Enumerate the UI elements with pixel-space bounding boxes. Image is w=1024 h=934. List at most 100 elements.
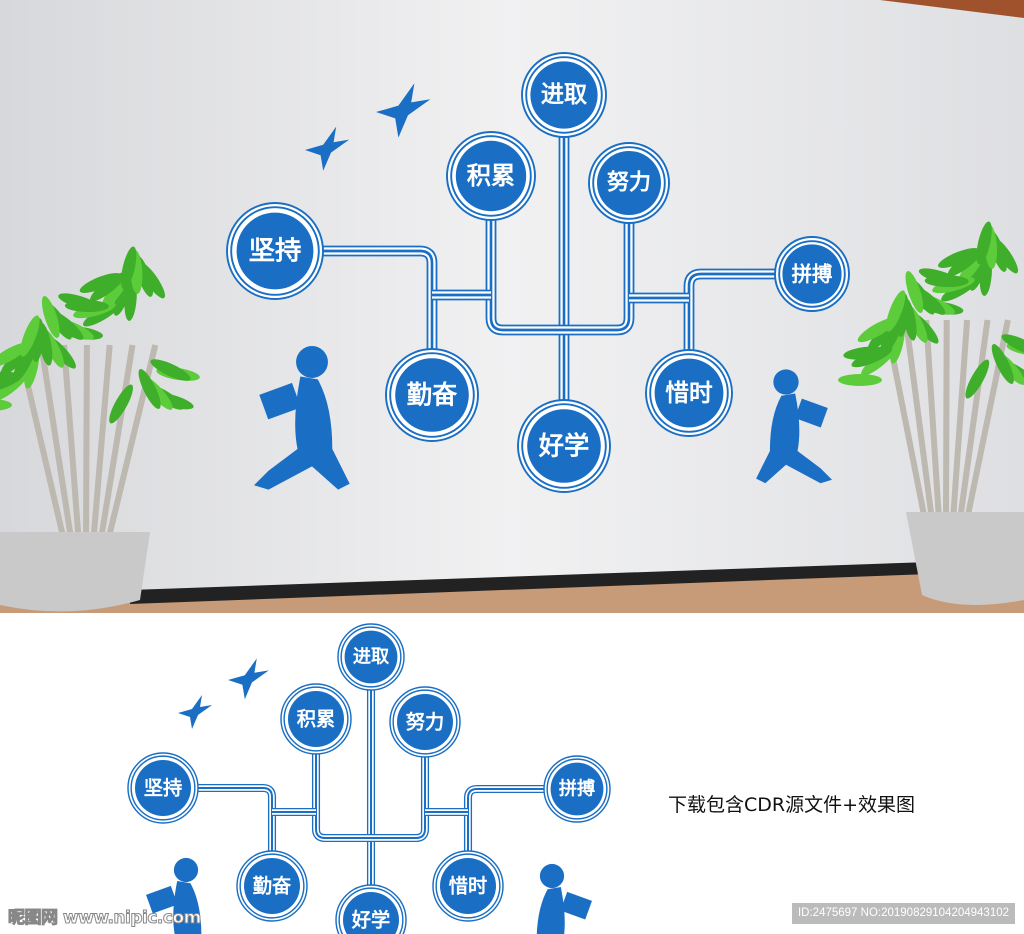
plant-stem xyxy=(97,344,136,546)
plant-leaf xyxy=(20,315,40,357)
kid-head xyxy=(539,863,565,889)
node-disc xyxy=(530,61,598,129)
plant-leaf xyxy=(843,346,887,360)
node-haoxue: 好学 xyxy=(335,884,407,934)
node-ring xyxy=(450,135,532,217)
bird-icon xyxy=(228,658,269,700)
node-disc xyxy=(550,762,604,816)
node-ring xyxy=(338,887,404,934)
node-ring xyxy=(283,686,349,752)
connector-core xyxy=(315,754,371,839)
wall-rendering: 进取积累努力坚持拼搏勤奋好学惜时 xyxy=(0,0,1024,613)
node-label-haoxue: 好学 xyxy=(538,432,590,461)
flat-diagram: 进取积累努力坚持拼搏勤奋好学惜时 xyxy=(127,623,611,934)
boy-reading-silhouette xyxy=(146,857,202,934)
node-ring xyxy=(525,56,603,134)
kid-head xyxy=(296,346,328,378)
connector-line xyxy=(311,754,371,843)
node-label-jinqu: 进取 xyxy=(353,647,390,668)
baseboard xyxy=(130,562,930,604)
kid-body xyxy=(173,881,202,934)
plant-leaf xyxy=(0,371,18,385)
node-disc xyxy=(343,892,399,934)
connector-core xyxy=(467,788,544,851)
node-ring xyxy=(392,689,458,755)
book-icon xyxy=(259,382,301,420)
plant-stem xyxy=(83,344,90,546)
node-haoxue: 好学 xyxy=(517,399,611,493)
node-label-jilei: 积累 xyxy=(297,708,336,731)
node-ring xyxy=(592,146,666,220)
plant-stem xyxy=(950,319,971,521)
node-disc xyxy=(288,691,344,747)
node-ring xyxy=(239,853,305,919)
book-icon xyxy=(146,885,178,914)
node-disc xyxy=(782,244,842,304)
plant-leaf xyxy=(1001,334,1024,356)
node-jinqu: 进取 xyxy=(521,52,607,138)
connector-core xyxy=(371,757,426,839)
node-qinfen: 勤奋 xyxy=(236,850,308,922)
kid-head xyxy=(773,369,799,395)
plant-leaf xyxy=(991,344,1014,384)
node-ring xyxy=(778,240,846,308)
kid-body xyxy=(756,393,832,484)
node-disc xyxy=(244,858,300,914)
node-ring xyxy=(649,353,729,433)
boy-reading-silhouette xyxy=(254,346,350,490)
plant-leaf xyxy=(905,270,924,314)
node-label-xishi: 惜时 xyxy=(665,379,713,407)
connector-core xyxy=(489,220,564,332)
plant-pot xyxy=(906,512,1024,605)
kid-head xyxy=(173,857,199,883)
connector-gap xyxy=(313,754,371,841)
plant-stem xyxy=(943,319,950,521)
plant-pot xyxy=(0,532,150,612)
watermark: 昵图网 www.nipic.com xyxy=(8,908,202,929)
plant-leaf xyxy=(965,359,990,399)
plant-stem xyxy=(38,344,75,546)
node-label-pinbo: 拼搏 xyxy=(792,262,833,286)
node-ring xyxy=(230,206,320,296)
connector-line xyxy=(371,757,430,843)
plant-leaf xyxy=(878,318,903,358)
plant-leaf xyxy=(138,369,161,409)
node-ring xyxy=(521,403,607,489)
potted-plant-left xyxy=(0,246,200,612)
node-label-jianchi: 坚持 xyxy=(249,236,302,267)
plant-stem xyxy=(957,319,991,521)
node-label-xishi: 惜时 xyxy=(449,875,488,898)
node-nuli: 努力 xyxy=(389,686,461,758)
plant-stem xyxy=(923,319,942,521)
plant-leaf xyxy=(150,359,191,381)
node-label-jinqu: 进取 xyxy=(541,82,588,108)
book-icon xyxy=(794,398,828,428)
kid-body xyxy=(536,887,565,934)
node-label-haoxue: 好学 xyxy=(351,909,391,932)
connector-line xyxy=(463,784,544,851)
bird-icon xyxy=(305,126,350,171)
node-disc xyxy=(344,630,398,684)
ceiling-beam xyxy=(880,0,1024,18)
node-ring xyxy=(340,626,402,688)
node-disc xyxy=(440,858,496,914)
connector-core xyxy=(687,272,775,350)
node-disc xyxy=(597,151,661,215)
node-disc xyxy=(527,409,601,483)
girl-reading-silhouette xyxy=(756,369,832,484)
connector-core xyxy=(323,249,434,349)
node-disc xyxy=(455,140,527,212)
node-disc xyxy=(135,760,191,816)
plant-leaf xyxy=(838,374,882,386)
plant-leaf xyxy=(938,248,980,268)
kid-body xyxy=(254,376,350,490)
plant-leaf xyxy=(976,221,992,265)
node-jinqu: 进取 xyxy=(337,623,405,691)
node-ring xyxy=(389,352,475,438)
plant-leaf xyxy=(12,343,36,383)
plant-leaf xyxy=(79,273,121,293)
potted-plant-right xyxy=(838,221,1024,605)
node-disc xyxy=(397,694,453,750)
node-ring xyxy=(435,853,501,919)
wall-diagram: 进取积累努力坚持拼搏勤奋好学惜时 xyxy=(226,52,850,493)
